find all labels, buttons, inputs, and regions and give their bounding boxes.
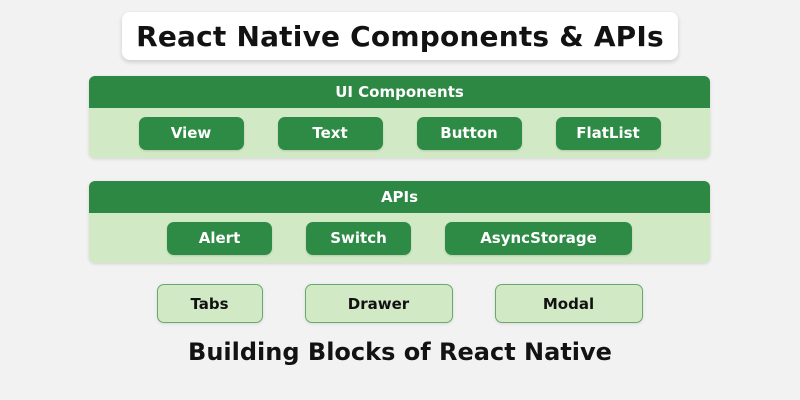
group-header-ui-components: UI Components (89, 76, 710, 108)
component-pill-label: Button (440, 124, 498, 142)
api-pill-label: AsyncStorage (480, 229, 597, 247)
component-pill-text[interactable]: Text (277, 116, 383, 150)
group-panel-apis: APIs Alert Switch AsyncStorage (89, 181, 710, 263)
navigation-pill-modal[interactable]: Modal (494, 284, 643, 323)
api-pill-label: Alert (198, 229, 241, 247)
navigation-pill-drawer[interactable]: Drawer (304, 284, 453, 323)
group-header-label: UI Components (335, 83, 464, 101)
navigation-pill-label: Drawer (347, 294, 410, 313)
title-card: React Native Components & APIs (122, 12, 678, 60)
component-pill-label: Text (312, 124, 348, 142)
component-pill-label: FlatList (576, 124, 640, 142)
api-pill-switch[interactable]: Switch (306, 221, 411, 255)
group-header-label: APIs (380, 188, 419, 206)
navigation-pill-tabs[interactable]: Tabs (156, 284, 263, 323)
group-body-apis: Alert Switch AsyncStorage (89, 213, 710, 263)
component-pill-button[interactable]: Button (416, 116, 522, 150)
api-pill-label: Switch (330, 229, 387, 247)
component-pill-view[interactable]: View (138, 116, 244, 150)
navigation-pill-label: Tabs (190, 294, 229, 313)
page-title: React Native Components & APIs (136, 19, 664, 53)
group-panel-ui-components: UI Components View Text Button FlatList (89, 76, 710, 158)
navigation-pill-row: Tabs Drawer Modal (89, 284, 710, 323)
group-body-ui-components: View Text Button FlatList (89, 108, 710, 158)
footer-caption: Building Blocks of React Native (0, 338, 800, 366)
component-pill-flatlist[interactable]: FlatList (555, 116, 661, 150)
footer-caption-text: Building Blocks of React Native (188, 338, 612, 366)
group-header-apis: APIs (89, 181, 710, 213)
api-pill-asyncstorage[interactable]: AsyncStorage (445, 221, 632, 255)
component-pill-label: View (170, 124, 212, 142)
api-pill-alert[interactable]: Alert (167, 221, 272, 255)
navigation-pill-label: Modal (542, 294, 595, 313)
